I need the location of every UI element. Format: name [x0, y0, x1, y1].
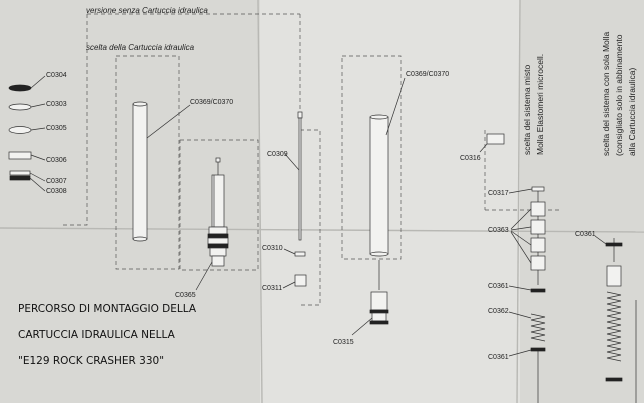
part-c0363-elastomers [510, 191, 546, 285]
label-c0361-lower: C0361 [488, 354, 509, 361]
part-cartridge-tube-right [369, 77, 406, 290]
label-c0310: C0310 [262, 245, 283, 252]
label-c0311: C0311 [262, 285, 282, 292]
label-c0369-right: C0369/C0370 [406, 71, 449, 78]
label-c0317: C0317 [488, 190, 509, 197]
note-mixed-system: scelta del sistema misto [522, 65, 532, 155]
frame-cartridge [115, 55, 180, 270]
label-c0316: C0316 [460, 155, 481, 162]
part-c0362-spring [508, 311, 546, 342]
heading-choice-cartridge: scelta della Cartuccia idraulica [86, 43, 195, 52]
part-c0315 [351, 291, 389, 336]
part-c0305 [8, 126, 46, 134]
fold-line [516, 0, 521, 403]
part-c0310 [283, 248, 306, 257]
label-c0361-right: C0361 [575, 231, 596, 238]
part-c0303 [8, 103, 46, 111]
label-c0369-left: C0369/C0370 [190, 99, 233, 106]
label-c0365: C0365 [175, 292, 196, 299]
part-c0309-rod [284, 111, 303, 241]
frame-cartridge-body [179, 139, 259, 271]
label-c0315: C0315 [333, 339, 354, 346]
title-line-2: CARTUCCIA IDRAULICA NELLA [18, 329, 176, 341]
part-c0361-spring-column [594, 235, 637, 403]
note-mixed-system-detail: Molla Elastomeri microcell. [535, 54, 545, 155]
title-line-1: PERCORSO DI MONTAGGIO DELLA [18, 303, 197, 315]
label-c0304: C0304 [46, 72, 67, 79]
part-c0365-shock-body [195, 157, 229, 291]
part-c0308 [9, 175, 46, 192]
label-c0309: C0309 [267, 151, 288, 158]
label-c0303: C0303 [46, 101, 67, 108]
part-c0361-lower [508, 347, 546, 403]
fold-line [257, 0, 263, 403]
paper-panel [260, 0, 520, 403]
note-spring-system: scelta del sistema con sola Molla [601, 31, 611, 156]
label-c0363: C0363 [488, 227, 509, 234]
heading-version-without: versione senza Cartuccia idraulica [86, 6, 208, 15]
label-c0362: C0362 [488, 308, 509, 315]
label-c0308: C0308 [46, 188, 67, 195]
part-cartridge-tube-left [132, 101, 191, 242]
label-c0305: C0305 [46, 125, 67, 132]
label-c0307: C0307 [46, 178, 67, 185]
label-c0306: C0306 [46, 157, 67, 164]
note-spring-system-detail: (consigliato solo in abbinamento [614, 34, 624, 156]
part-c0316 [479, 133, 505, 153]
part-c0304 [8, 75, 46, 92]
frame-version-without [60, 14, 88, 226]
part-c0311 [282, 274, 307, 289]
frame-rod [300, 129, 321, 306]
note-spring-system-detail: alla Cartuccia idraulica) [627, 67, 637, 156]
frame-cartridge-right [341, 55, 402, 260]
part-c0361-upper [508, 285, 546, 293]
label-c0361-upper: C0361 [488, 283, 509, 290]
part-c0307 [9, 170, 46, 182]
title-line-3: "E129 ROCK CRASHER 330" [18, 355, 164, 367]
part-c0306 [8, 151, 46, 161]
